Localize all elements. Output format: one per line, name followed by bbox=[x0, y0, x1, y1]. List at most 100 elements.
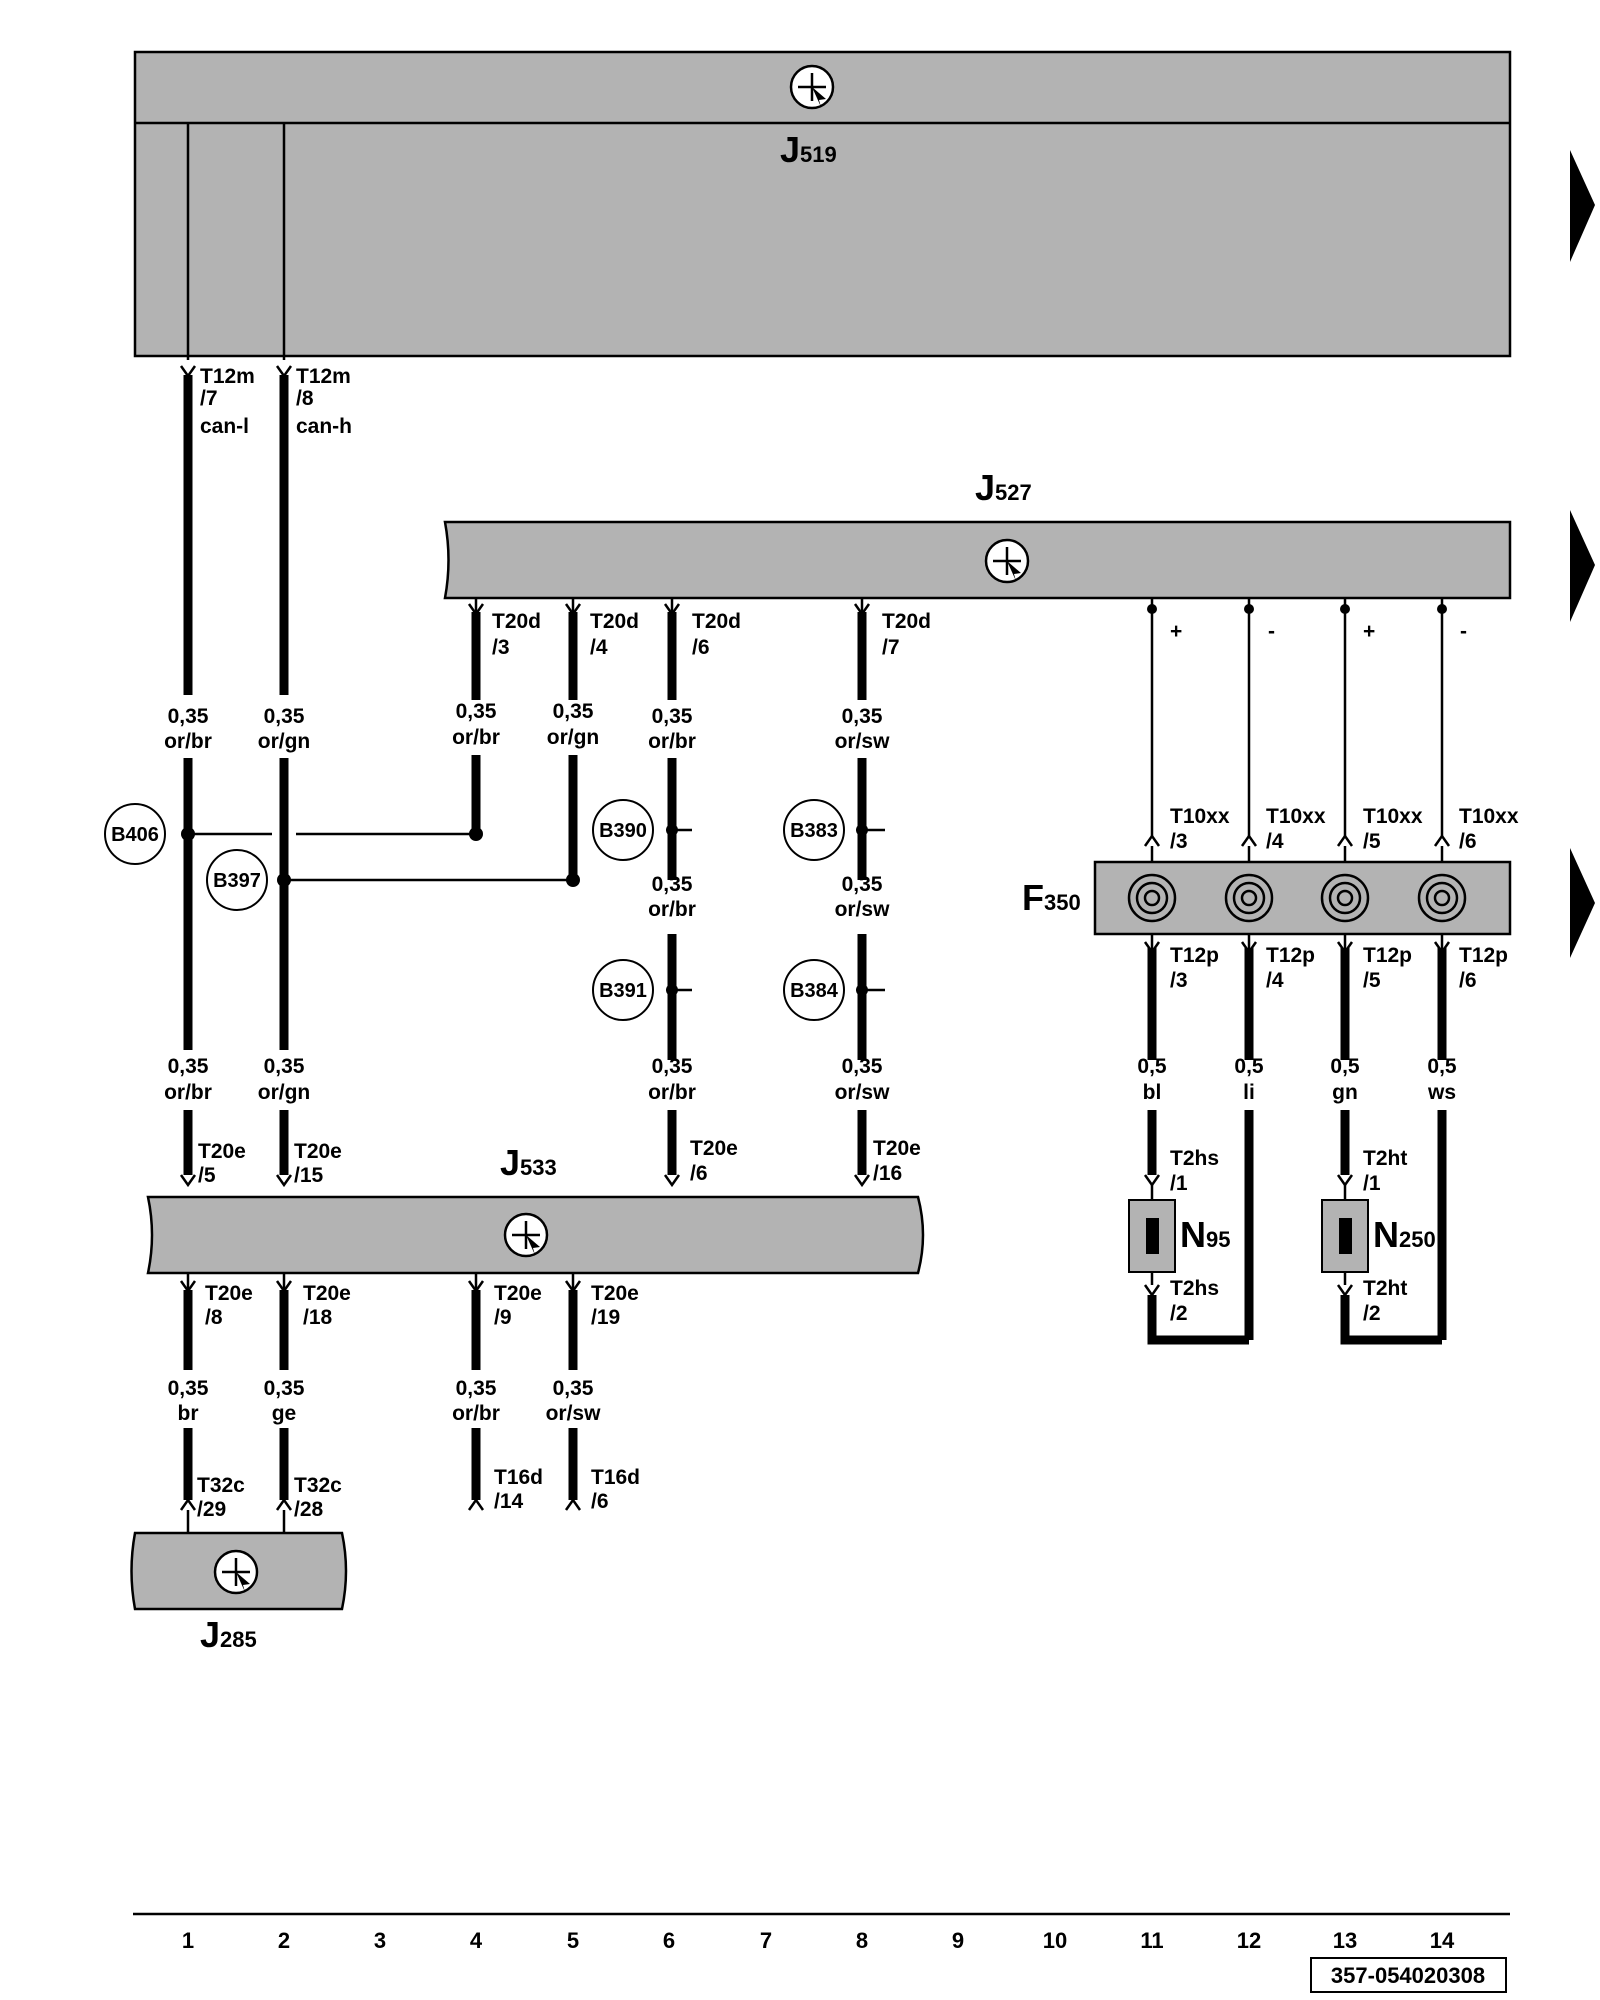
splice-b390[interactable]: B390 bbox=[592, 799, 654, 861]
pin-marker bbox=[179, 1280, 582, 1511]
wire-color: or/sw bbox=[835, 898, 891, 921]
splice-b397[interactable]: B397 bbox=[206, 849, 268, 911]
column-number: 8 bbox=[856, 1928, 868, 1953]
doc-number-box bbox=[1310, 1957, 1507, 1993]
label-pin: /3 bbox=[492, 636, 510, 659]
airbag-igniter-n95[interactable] bbox=[1128, 1199, 1176, 1273]
label-pin: /2 bbox=[1363, 1302, 1381, 1325]
label-conn: T20d bbox=[882, 610, 931, 633]
label-pin: /28 bbox=[294, 1498, 324, 1521]
label-pin: /5 bbox=[198, 1164, 216, 1187]
wire-color: or/br bbox=[452, 1402, 500, 1425]
wire-color: or/br bbox=[164, 1081, 212, 1104]
wire-size: 0,35 bbox=[652, 705, 693, 728]
label-conn: T32c bbox=[294, 1474, 342, 1497]
control-unit-j519[interactable]: J519 bbox=[133, 50, 1512, 358]
label-pin: /6 bbox=[591, 1490, 609, 1513]
svg-text:J285: J285 bbox=[200, 1614, 257, 1655]
label-conn: T10xx bbox=[1459, 805, 1519, 828]
wire-color: gn bbox=[1332, 1081, 1358, 1104]
polarity-label: + bbox=[1363, 620, 1375, 643]
pin-marker bbox=[1143, 941, 1451, 955]
splice-b383[interactable]: B383 bbox=[783, 799, 845, 861]
j527-letter: J bbox=[975, 467, 995, 508]
j285-module-icon bbox=[213, 1549, 259, 1595]
column-number: 5 bbox=[567, 1928, 579, 1953]
pin-marker bbox=[467, 603, 871, 617]
wire-color: br bbox=[178, 1402, 199, 1425]
continue-arrow-icon[interactable] bbox=[1570, 150, 1595, 262]
continue-arrow-icon[interactable] bbox=[1570, 848, 1595, 958]
label-signal: can-l bbox=[200, 415, 249, 438]
n95-sub: 95 bbox=[1206, 1227, 1230, 1252]
column-numbers: 1 2 3 4 5 6 7 8 9 10 11 12 13 14 bbox=[182, 1928, 1455, 1953]
label-pin: /6 bbox=[1459, 969, 1477, 992]
label-pin: /14 bbox=[494, 1490, 524, 1513]
wire-color: or/sw bbox=[835, 730, 891, 753]
label-conn: T20d bbox=[590, 610, 639, 633]
wire-size: 0,5 bbox=[1427, 1055, 1457, 1078]
j533-module-icon bbox=[503, 1212, 549, 1258]
wire-color: or/gn bbox=[547, 726, 600, 749]
label-conn: T16d bbox=[494, 1466, 543, 1489]
wire-size: 0,35 bbox=[842, 1055, 883, 1078]
label-pin: /16 bbox=[873, 1162, 902, 1185]
wire-color: ge bbox=[272, 1402, 297, 1425]
svg-text:J533: J533 bbox=[500, 1142, 557, 1183]
label-pin: /29 bbox=[197, 1498, 226, 1521]
label-conn: T12m bbox=[296, 365, 351, 388]
label-conn: T32c bbox=[197, 1474, 245, 1497]
column-number: 3 bbox=[374, 1928, 386, 1953]
clock-spring-f350[interactable] bbox=[1093, 860, 1512, 936]
control-unit-j533[interactable] bbox=[146, 1195, 925, 1275]
column-number: 11 bbox=[1140, 1928, 1163, 1953]
polarity-label: + bbox=[1170, 620, 1182, 643]
label-conn: T20e bbox=[690, 1137, 738, 1160]
n250-sub: 250 bbox=[1399, 1227, 1436, 1252]
wire-color: or/gn bbox=[258, 730, 311, 753]
wire-size: 0,35 bbox=[456, 700, 497, 723]
continue-arrow-icon[interactable] bbox=[1570, 510, 1595, 622]
label-pin: /7 bbox=[882, 636, 900, 659]
splice-b384[interactable]: B384 bbox=[783, 959, 845, 1021]
wire-color: or/br bbox=[648, 730, 696, 753]
column-number: 9 bbox=[952, 1928, 964, 1953]
svg-text:N250: N250 bbox=[1373, 1214, 1436, 1255]
airbag-igniter-n250[interactable] bbox=[1321, 1199, 1369, 1273]
wire-color: or/br bbox=[648, 1081, 696, 1104]
label-conn: T12p bbox=[1266, 944, 1315, 967]
label-pin: /18 bbox=[303, 1306, 333, 1329]
control-unit-j527[interactable] bbox=[443, 520, 1512, 600]
label-conn: T20e bbox=[303, 1282, 351, 1305]
label-pin: /5 bbox=[1363, 830, 1381, 853]
polarity-label: - bbox=[1268, 620, 1275, 643]
label-pin: /19 bbox=[591, 1306, 620, 1329]
wire-color: or/sw bbox=[546, 1402, 602, 1425]
label-conn: T12p bbox=[1459, 944, 1508, 967]
column-number: 6 bbox=[663, 1928, 675, 1953]
j519-module-icon bbox=[789, 64, 835, 110]
wire-color: ws bbox=[1427, 1081, 1456, 1104]
column-number: 1 bbox=[182, 1928, 194, 1953]
label-conn: T20e bbox=[591, 1282, 639, 1305]
j533-letter: J bbox=[500, 1142, 520, 1183]
splice-b406[interactable]: B406 bbox=[104, 803, 166, 865]
splice-label: B384 bbox=[790, 980, 839, 1002]
label-pin: /8 bbox=[296, 387, 314, 410]
wire-size: 0,35 bbox=[652, 1055, 693, 1078]
column-number: 10 bbox=[1043, 1928, 1067, 1953]
wire-size: 0,35 bbox=[168, 1377, 209, 1400]
label-pin: /6 bbox=[1459, 830, 1477, 853]
control-unit-j285[interactable] bbox=[130, 1531, 348, 1611]
svg-text:F350: F350 bbox=[1022, 877, 1081, 918]
label-conn: T2hs bbox=[1170, 1147, 1219, 1170]
spiral-icon bbox=[1320, 873, 1370, 923]
splice-b391[interactable]: B391 bbox=[592, 959, 654, 1021]
label-signal: can-h bbox=[296, 415, 352, 438]
j527-sub: 527 bbox=[995, 480, 1032, 505]
label-conn: T12p bbox=[1363, 944, 1412, 967]
wire-color: bl bbox=[1143, 1081, 1162, 1104]
splice-label: B383 bbox=[790, 820, 838, 842]
wire-color: or/br bbox=[648, 898, 696, 921]
splice-label: B397 bbox=[213, 870, 261, 892]
